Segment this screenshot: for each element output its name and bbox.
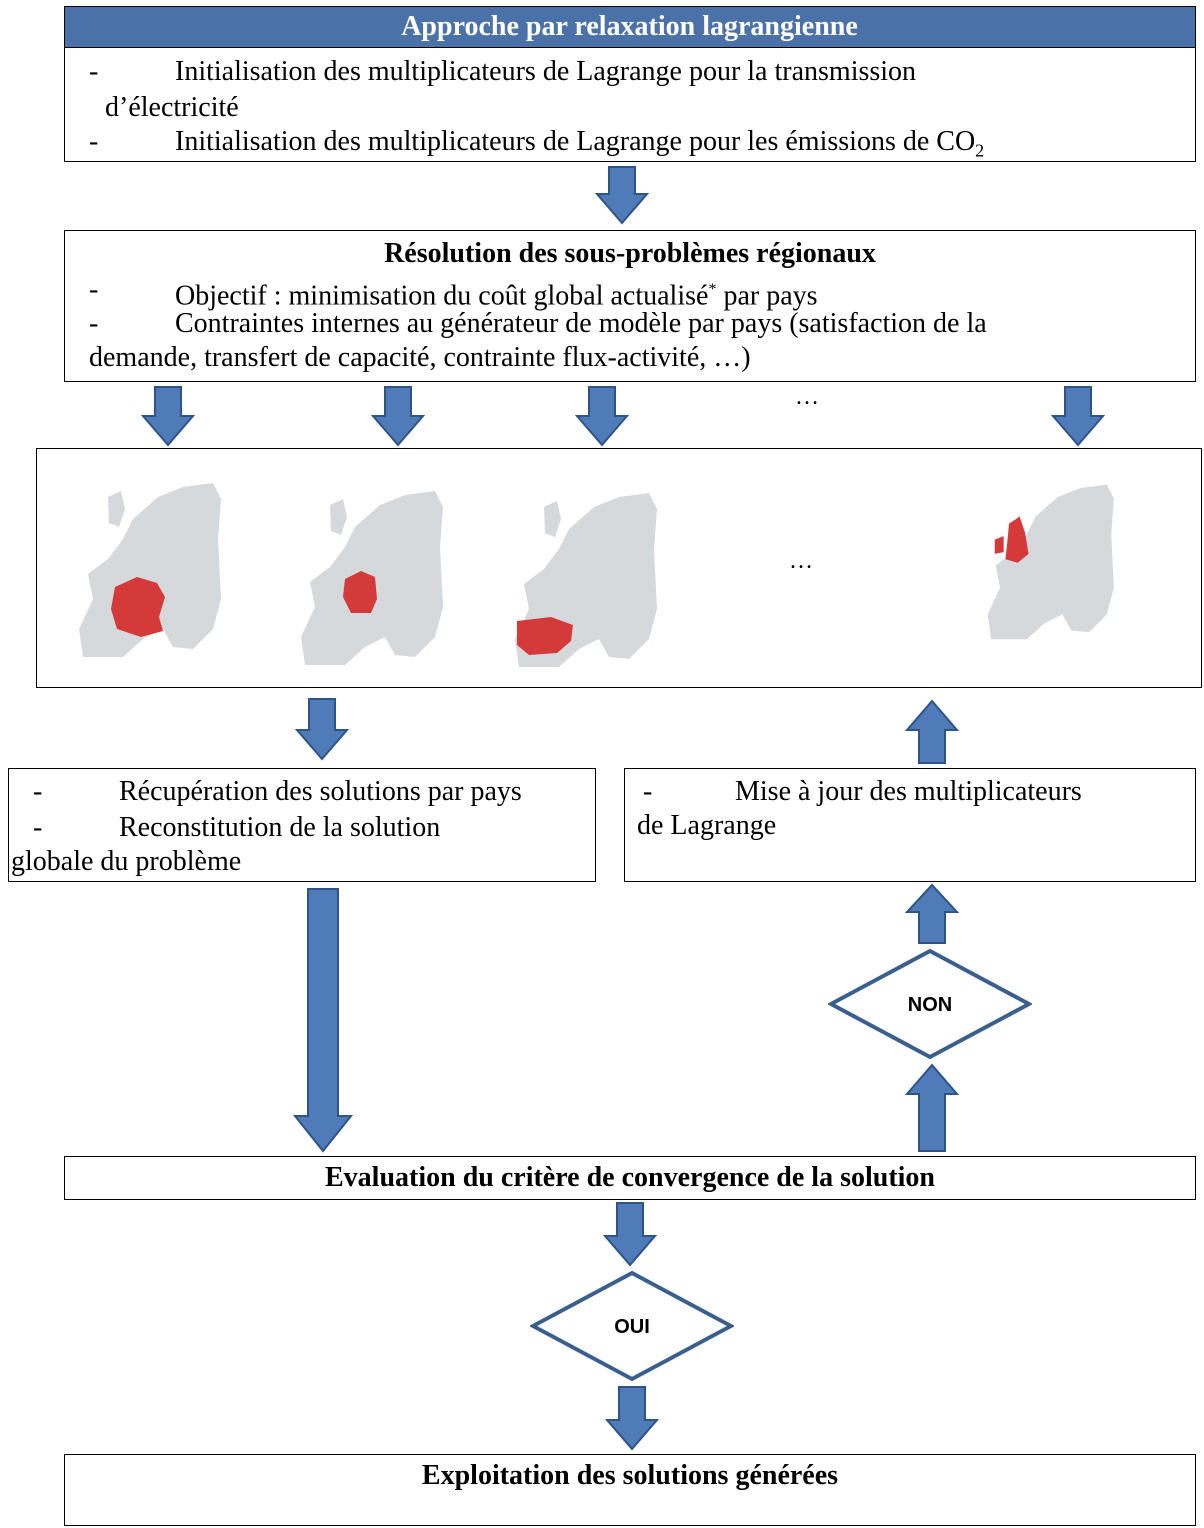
header-line1-dash: - (89, 56, 99, 87)
header-line2-text: Initialisation des multiplicateurs de La… (175, 125, 984, 168)
arrow-up-update (904, 883, 960, 944)
recovery-line2-text: Reconstitution de la solution (119, 812, 441, 843)
recovery-line1-dash: - (33, 776, 43, 807)
update-line1-cont: de Lagrange (637, 810, 777, 841)
recovery-box: - Récupération des solutions par pays - … (8, 768, 596, 882)
header-line2-sub: 2 (975, 140, 985, 161)
map-spain-highlight (517, 617, 573, 655)
arrow-up-maps (904, 699, 960, 764)
header-title: Approche par relaxation lagrangienne (63, 5, 1196, 48)
map-germany-highlight (343, 571, 377, 613)
regional-title: Résolution des sous-problèmes régionaux (384, 238, 876, 269)
header-line2-dash: - (89, 126, 99, 157)
update-line1-dash: - (643, 776, 653, 807)
arrow-up-decision (904, 1063, 960, 1152)
regional-line2-dash: - (89, 308, 99, 339)
header-line1-cont: d’électricité (105, 92, 239, 123)
arrow-down-recovery (294, 698, 350, 761)
map-spain-uk (544, 501, 561, 537)
regional-line2-text: Contraintes internes au générateur de mo… (175, 308, 987, 339)
recovery-line2-cont: globale du problème (11, 846, 242, 877)
regional-line1-text: Objectif : minimisation du coût global a… (175, 280, 709, 312)
decision-yes-label: OUI (614, 1316, 650, 1338)
regional-line1-sup: * (708, 281, 717, 298)
decision-no-label: NON (908, 994, 952, 1016)
map-uk-highlight (1005, 516, 1029, 563)
map-spain (515, 493, 657, 667)
arrow-down-map-4 (1050, 386, 1106, 447)
map-uk-ireland (994, 536, 1004, 554)
map-france-highlight (111, 577, 165, 637)
exploitation-box: Exploitation des solutions générées (64, 1454, 1196, 1526)
map-uk-land (987, 484, 1114, 640)
regional-line1-tail: par pays (716, 280, 818, 312)
header-line1-text: Initialisation des multiplicateurs de La… (175, 56, 917, 87)
arrow-down-long (292, 888, 354, 1153)
regional-box: Résolution des sous-problèmes régionaux … (64, 230, 1196, 382)
recovery-line2-dash: - (33, 812, 43, 843)
convergence-box: Evaluation du critère de convergence de … (64, 1156, 1196, 1200)
arrow-down-map-2 (370, 386, 426, 447)
regional-line1-dash: - (89, 274, 99, 305)
decision-no-shape (828, 948, 1032, 1060)
header-line2-main: Initialisation des multiplicateurs de La… (175, 126, 976, 157)
arrow-down-map-1 (140, 386, 196, 447)
header-box: Approche par relaxation lagrangienne - I… (63, 5, 1196, 162)
maps-ellipsis: … (789, 548, 813, 574)
update-line1-text: Mise à jour des multiplicateurs (735, 776, 1082, 807)
map-france (79, 483, 221, 657)
arrow-down-convergence (602, 1202, 658, 1267)
map-germany-uk (330, 499, 347, 535)
recovery-line1-text: Récupération des solutions par pays (119, 776, 522, 807)
arrow-down-exploitation (604, 1386, 660, 1451)
arrow-down-map-3 (574, 386, 630, 447)
regional-line2-cont: demande, transfert de capacité, contrain… (89, 342, 751, 373)
map-uk (987, 484, 1114, 640)
maps-box: … (36, 448, 1202, 688)
arrows-ellipsis: … (795, 384, 819, 410)
map-germany (301, 491, 443, 665)
update-box: - Mise à jour des multiplicateurs de Lag… (624, 768, 1196, 882)
map-france-uk (108, 491, 125, 527)
arrow-down-header (594, 166, 650, 225)
convergence-title: Evaluation du critère de convergence de … (325, 1162, 935, 1193)
decision-no: NON (828, 948, 1032, 1060)
exploitation-title: Exploitation des solutions générées (421, 1460, 839, 1491)
decision-yes: OUI (530, 1270, 734, 1382)
regional-line1: Objectif : minimisation du coût global a… (175, 273, 818, 313)
decision-yes-shape (530, 1270, 734, 1382)
